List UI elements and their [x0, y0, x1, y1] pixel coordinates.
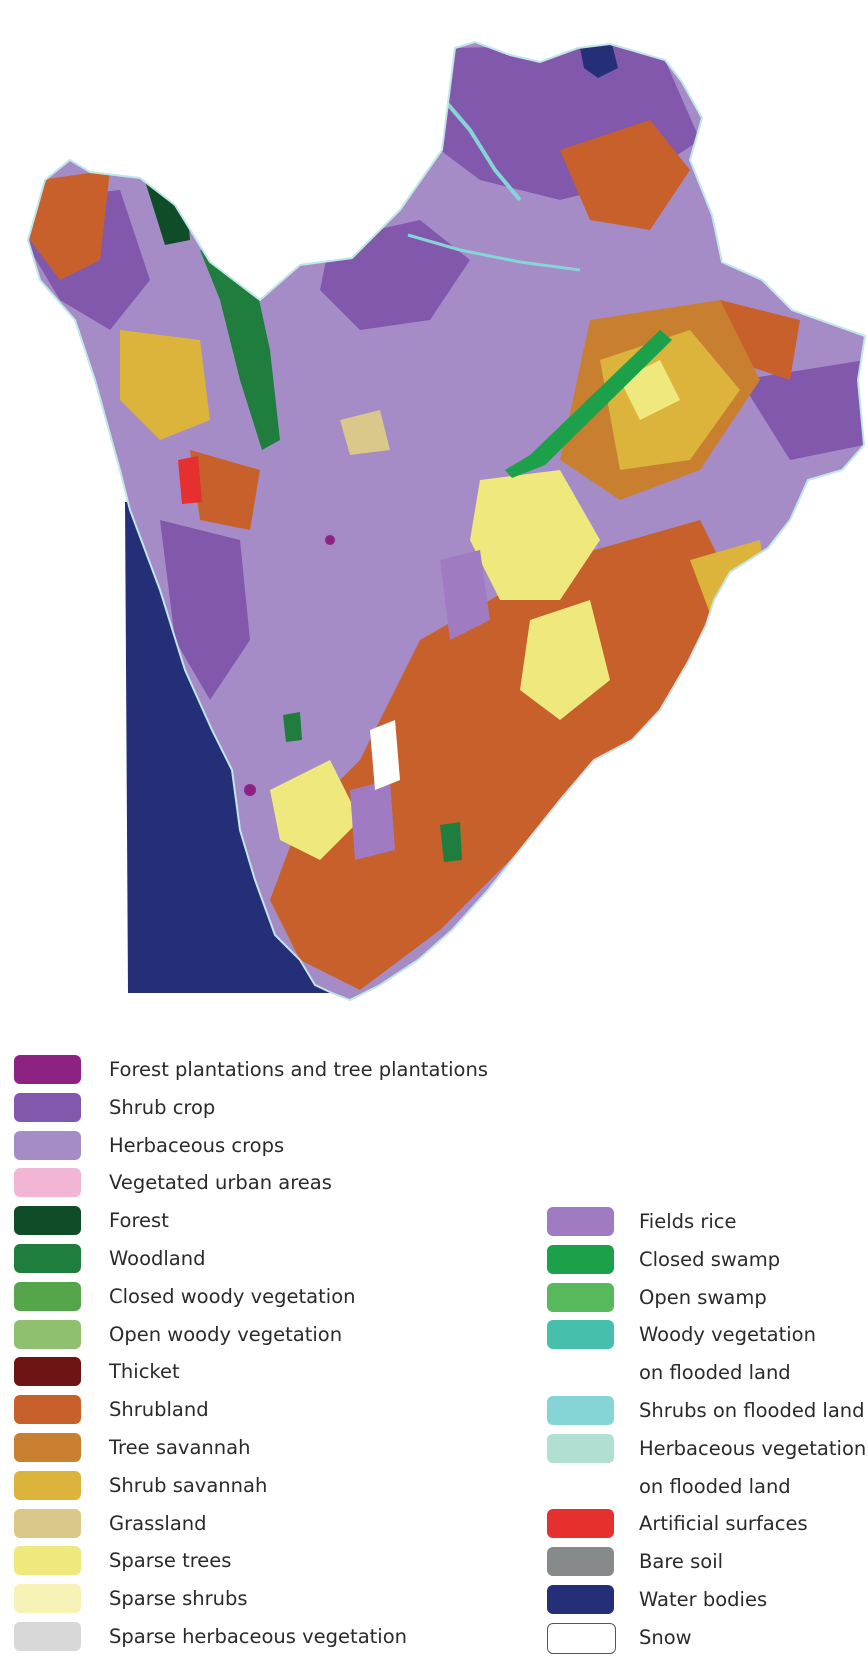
sparse-trees-area: [270, 760, 360, 860]
legend-swatch: [547, 1282, 614, 1312]
forest-plantations-patch: [244, 784, 256, 796]
legend-swatch: [547, 1207, 614, 1236]
legend-label: Sparse herbaceous vegetation: [109, 1624, 408, 1648]
legend-label: Bare soil: [639, 1550, 724, 1574]
legend-swatch: [14, 1584, 81, 1614]
legend-label: Water bodies: [639, 1587, 768, 1611]
legend-label: Thicket: [109, 1360, 180, 1384]
sparse-trees-area: [520, 600, 610, 720]
legend-label: Vegetated urban areas: [109, 1171, 332, 1195]
legend-swatch: [547, 1547, 614, 1577]
legend-label-continuation: on flooded land: [639, 1361, 791, 1385]
legend-label: Shrub savannah: [109, 1473, 268, 1497]
legend-swatch: [547, 1395, 614, 1425]
thicket-area: [215, 240, 234, 256]
legend-swatch: [14, 1357, 81, 1387]
shrubland-area: [30, 170, 110, 280]
flooded-shrub-river: [407, 233, 581, 272]
closed-swamp-area: [505, 330, 672, 478]
shrubland-area: [190, 450, 260, 530]
flooded-shrub-river: [438, 93, 522, 202]
legend-label: Closed woody vegetation: [109, 1284, 356, 1308]
legend-label: Shrubland: [109, 1398, 209, 1422]
woodland-area: [440, 822, 462, 862]
legend-swatch: [547, 1584, 614, 1614]
shrubland-area: [560, 120, 690, 230]
legend-swatch: [547, 1622, 616, 1654]
fields-rice-area: [350, 780, 395, 860]
legend-swatch: [14, 1546, 81, 1576]
legend-swatch: [14, 1470, 81, 1500]
legend-label: Tree savannah: [109, 1435, 251, 1459]
legend-swatch: [547, 1320, 614, 1350]
fields-rice-area: [440, 550, 490, 640]
forest-plantations-patch: [325, 535, 335, 545]
legend-label: Artificial surfaces: [639, 1512, 808, 1536]
sparse-trees-area: [470, 470, 600, 600]
legend-label: Sparse shrubs: [109, 1587, 248, 1611]
legend-swatch: [547, 1509, 614, 1539]
legend-label: Herbaceous vegetation: [639, 1436, 867, 1460]
legend-label: Forest plantations and tree plantations: [109, 1058, 488, 1081]
legend-swatch: [14, 1508, 81, 1538]
legend-label: Open swamp: [639, 1285, 767, 1309]
legend-swatch: [14, 1395, 81, 1425]
snow-patch: [370, 720, 400, 790]
legend-label: Fields rice: [639, 1210, 737, 1233]
legend-label: Woody vegetation: [639, 1323, 816, 1347]
grassland-area: [340, 410, 390, 455]
shrub-crop-area: [160, 520, 250, 700]
legend-swatch: [14, 1319, 81, 1349]
legend-swatch: [14, 1432, 81, 1462]
shrubland-area: [270, 520, 740, 990]
legend-label: Sparse trees: [109, 1549, 232, 1573]
legend-label: Closed swamp: [639, 1247, 781, 1271]
lake-water-body: [125, 502, 332, 993]
northeast-lake: [580, 44, 618, 78]
legend-swatch: [14, 1243, 81, 1273]
legend-label: Shrub crop: [109, 1095, 216, 1119]
legend-label: Forest: [109, 1209, 169, 1233]
artificial-surfaces-area: [178, 456, 202, 504]
legend-swatch: [14, 1168, 81, 1198]
legend-label: Grassland: [109, 1511, 207, 1535]
country-border: [26, 40, 867, 1002]
woodland-area: [200, 250, 280, 450]
shrub-savannah-area: [120, 330, 210, 440]
legend-label: Herbaceous crops: [109, 1133, 285, 1157]
legend-swatch: [14, 1055, 81, 1084]
legend-label: Woodland: [109, 1246, 206, 1270]
legend-label-continuation: on flooded land: [639, 1474, 791, 1498]
legend-label: Snow: [639, 1625, 692, 1649]
woodland-area: [283, 712, 302, 742]
legend-swatch: [14, 1206, 81, 1236]
legend-swatch: [14, 1281, 81, 1311]
land-cover-map: [26, 40, 867, 1002]
legend-swatch: [14, 1621, 81, 1651]
legend-swatch: [14, 1092, 81, 1122]
shrub-crop-area: [740, 360, 865, 460]
legend-swatch: [547, 1244, 614, 1274]
legend-swatch: [547, 1433, 614, 1463]
legend-label: Shrubs on flooded land: [639, 1398, 865, 1422]
legend-label: Open woody vegetation: [109, 1322, 343, 1346]
legend-swatch: [14, 1130, 81, 1160]
